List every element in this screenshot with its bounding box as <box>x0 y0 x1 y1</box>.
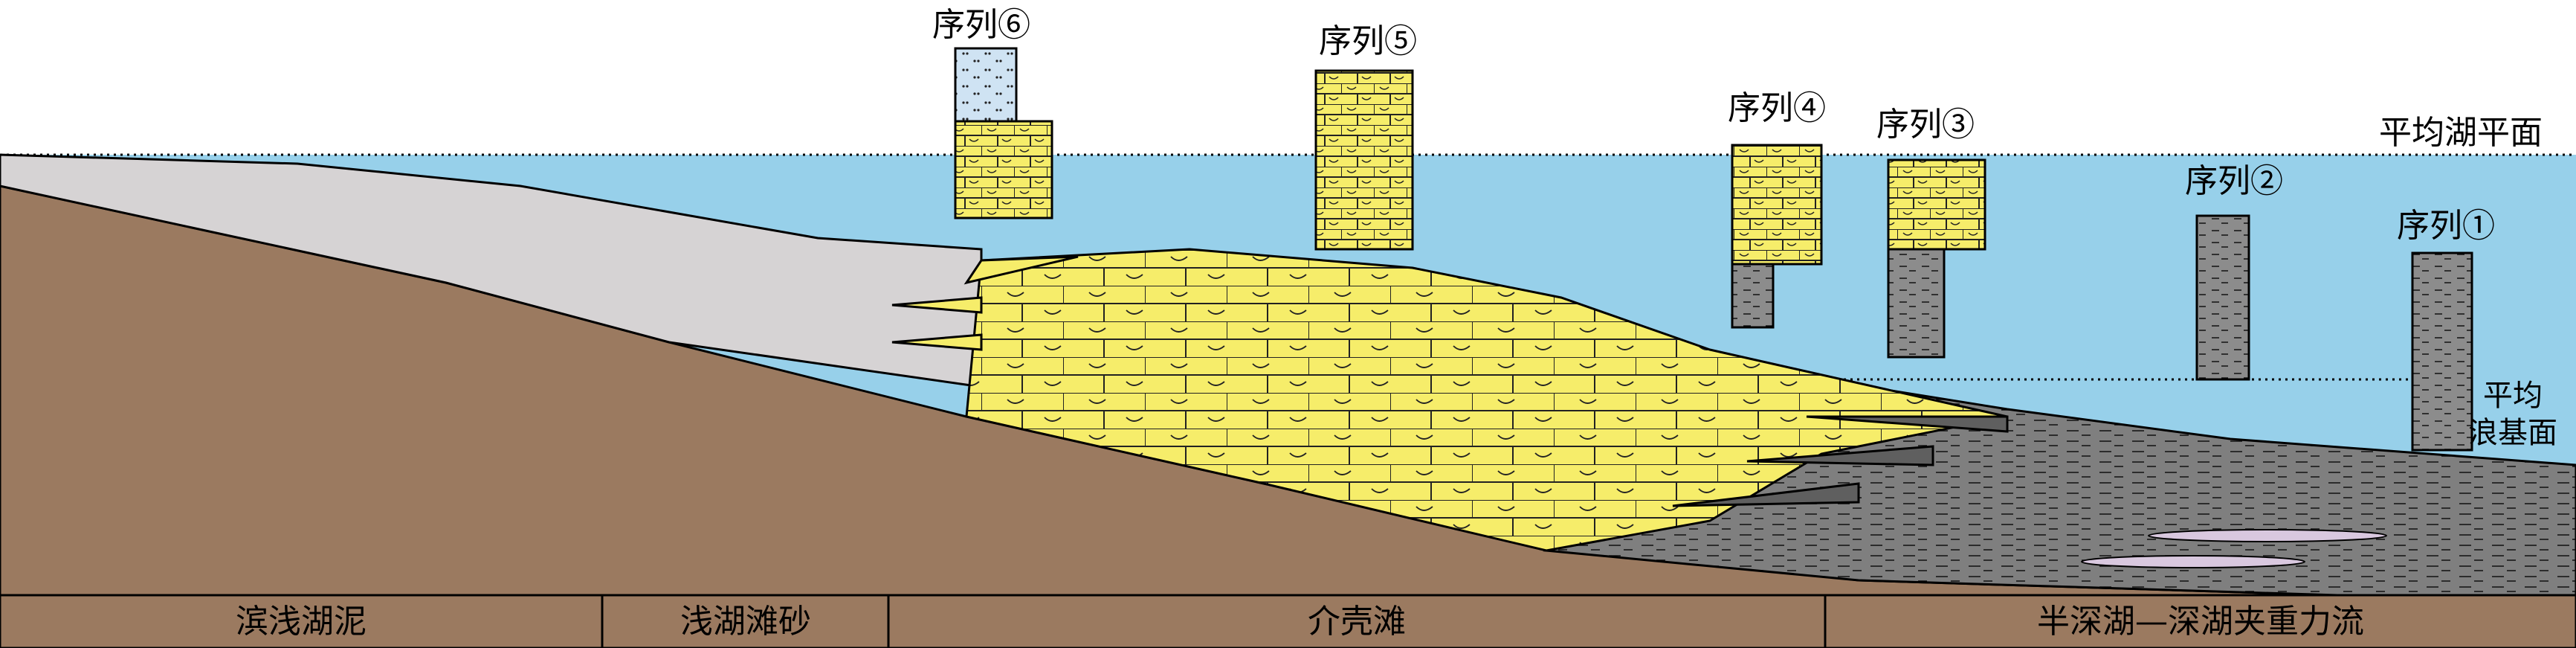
sequence-3-label: 序列③ <box>1876 106 1975 144</box>
sequence-6-label: 序列⑥ <box>932 6 1030 44</box>
facies-label: 滨浅湖泥 <box>236 603 367 641</box>
sequence-column-5 <box>1314 69 1414 251</box>
facies-bar: 滨浅湖泥 浅湖滩砂 介壳滩 半深湖—深湖夹重力流 <box>0 594 2576 648</box>
mud-tongue <box>1672 482 1860 507</box>
mud-tongue <box>1746 445 1934 466</box>
facies-label: 半深湖—深湖夹重力流 <box>2037 603 2364 641</box>
lake-level-label: 平均湖平面 <box>2379 114 2543 152</box>
sequence-column-1 <box>2411 251 2473 452</box>
sequence-column-6 <box>954 47 1053 219</box>
sequence-5-label: 序列⑤ <box>1319 22 1417 60</box>
facies-label: 浅湖滩砂 <box>680 603 811 641</box>
turbidite-lens <box>2148 529 2387 542</box>
sequence-column-2 <box>2195 214 2250 381</box>
facies-label: 介壳滩 <box>1308 603 1406 641</box>
shell-tongue <box>891 333 983 351</box>
sequence-2-label: 序列② <box>2185 162 2283 200</box>
shell-tongue <box>963 255 1079 285</box>
sequence-1-label: 序列① <box>2397 207 2495 245</box>
shell-tongue <box>891 296 983 314</box>
sequence-4-label: 序列④ <box>1728 89 1826 127</box>
sequence-column-3 <box>1887 158 1986 359</box>
shell-bank-body <box>965 248 2008 552</box>
turbidite-lens <box>2081 555 2305 568</box>
wave-base-label-line2: 浪基面 <box>2468 416 2557 450</box>
mud-tongue <box>1806 415 2009 433</box>
sequence-column-4 <box>1731 144 1823 329</box>
wave-base-label-line1: 平均 <box>2483 379 2543 413</box>
